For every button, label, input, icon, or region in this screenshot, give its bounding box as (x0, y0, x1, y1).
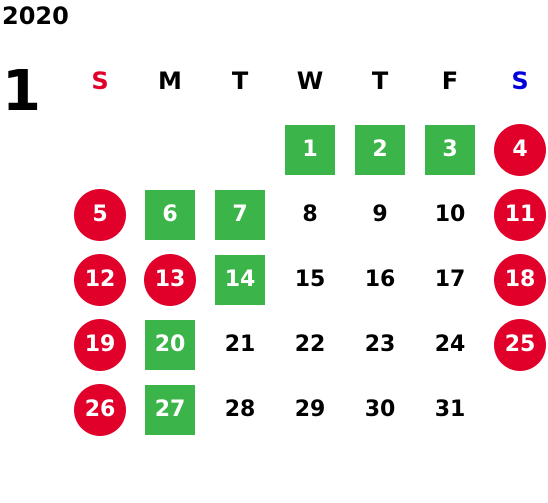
day-23[interactable]: 23 (364, 332, 396, 357)
day-27[interactable]: 27 (145, 384, 195, 435)
calendar-cell: 16 (345, 247, 415, 312)
day-10[interactable]: 10 (434, 202, 466, 227)
calendar-cell: 14 (205, 247, 275, 312)
weekday-label: S (91, 67, 109, 95)
calendar-cell: 12 (65, 247, 135, 312)
calendar-cell: 5 (65, 182, 135, 247)
day-5[interactable]: 5 (74, 188, 126, 241)
calendar-cell (65, 117, 135, 182)
calendar-cell: 23 (345, 312, 415, 377)
day-13[interactable]: 13 (144, 253, 196, 306)
day-29[interactable]: 29 (294, 397, 326, 422)
day-18[interactable]: 18 (494, 253, 546, 306)
day-7[interactable]: 7 (215, 189, 265, 240)
day-1[interactable]: 1 (285, 124, 335, 175)
calendar-cell: 18 (485, 247, 548, 312)
weekday-label: T (371, 67, 389, 95)
day-17[interactable]: 17 (434, 267, 466, 292)
calendar-cell: 8 (275, 182, 345, 247)
calendar-cell: 1 (275, 117, 345, 182)
calendar-cell: 17 (415, 247, 485, 312)
day-25[interactable]: 25 (494, 318, 546, 371)
calendar-cell: 10 (415, 182, 485, 247)
day-16[interactable]: 16 (364, 267, 396, 292)
calendar-cell: 20 (135, 312, 205, 377)
day-19[interactable]: 19 (74, 318, 126, 371)
calendar-cell: 15 (275, 247, 345, 312)
day-8[interactable]: 8 (302, 202, 318, 227)
calendar-cell: 4 (485, 117, 548, 182)
calendar-cell: 30 (345, 377, 415, 442)
calendar-cell: 3 (415, 117, 485, 182)
weekday-label: M (158, 67, 182, 95)
calendar-cell: 28 (205, 377, 275, 442)
weekday-label: S (511, 67, 529, 95)
weekday-label: T (231, 67, 249, 95)
calendar-cell (205, 117, 275, 182)
day-26[interactable]: 26 (74, 383, 126, 436)
calendar-cell: 25 (485, 312, 548, 377)
calendar-cell: 2 (345, 117, 415, 182)
calendar-cell: 19 (65, 312, 135, 377)
calendar-cell: 29 (275, 377, 345, 442)
calendar-cell: 26 (65, 377, 135, 442)
day-21[interactable]: 21 (224, 332, 256, 357)
day-30[interactable]: 30 (364, 397, 396, 422)
calendar-cell: 6 (135, 182, 205, 247)
weekday-label: F (441, 67, 459, 95)
calendar-cell: 21 (205, 312, 275, 377)
day-14[interactable]: 14 (215, 254, 265, 305)
weekday-label: W (296, 67, 324, 95)
calendar-cell: 22 (275, 312, 345, 377)
day-31[interactable]: 31 (434, 397, 466, 422)
calendar-cell: 27 (135, 377, 205, 442)
calendar-cell: 9 (345, 182, 415, 247)
day-4[interactable]: 4 (494, 123, 546, 176)
day-9[interactable]: 9 (372, 202, 388, 227)
calendar-cell: 13 (135, 247, 205, 312)
day-11[interactable]: 11 (494, 188, 546, 241)
calendar-cell: 7 (205, 182, 275, 247)
month-number: 1 (2, 59, 41, 124)
day-12[interactable]: 12 (74, 253, 126, 306)
year-label: 2020 (2, 2, 69, 30)
day-28[interactable]: 28 (224, 397, 256, 422)
calendar-cell: 11 (485, 182, 548, 247)
calendar-cell: 24 (415, 312, 485, 377)
day-6[interactable]: 6 (145, 189, 195, 240)
day-22[interactable]: 22 (294, 332, 326, 357)
day-20[interactable]: 20 (145, 319, 195, 370)
calendar-cell: 31 (415, 377, 485, 442)
day-2[interactable]: 2 (355, 124, 405, 175)
day-24[interactable]: 24 (434, 332, 466, 357)
calendar-cell (135, 117, 205, 182)
day-3[interactable]: 3 (425, 124, 475, 175)
day-15[interactable]: 15 (294, 267, 326, 292)
